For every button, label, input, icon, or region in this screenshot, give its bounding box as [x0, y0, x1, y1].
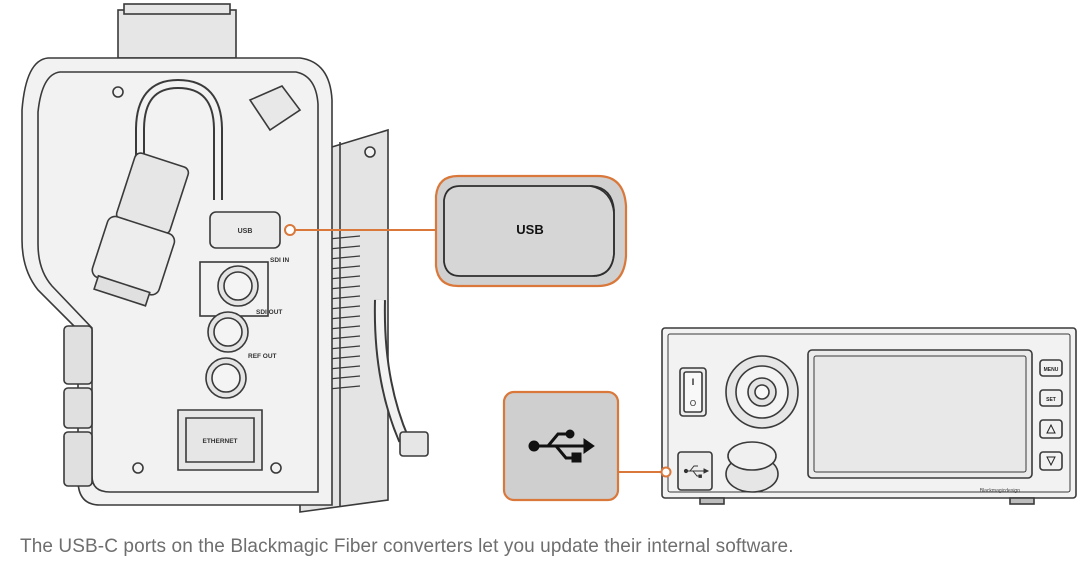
triangle-up-icon	[1046, 423, 1056, 434]
triangle-down-icon	[1046, 456, 1056, 467]
power-on-glyph: I	[692, 377, 695, 387]
camera-usb-label: USB	[238, 228, 253, 235]
camera-converter	[21, 3, 429, 513]
ref-out-label: REF OUT	[248, 353, 277, 360]
usb-icon	[528, 429, 595, 463]
brand-text: Blackmagicdesign	[980, 488, 1021, 494]
usb-callout-bubble	[434, 174, 628, 288]
set-button-label: SET	[1046, 397, 1056, 403]
sdi-out-label: SDI OUT	[256, 309, 282, 316]
usb-symbol-callout-dot	[660, 466, 672, 478]
ethernet-label: ETHERNET	[202, 438, 237, 445]
sdi-in-label: SDI IN	[270, 257, 289, 264]
usb-callout-label: USB	[516, 222, 543, 237]
illustration: USB SDI IN SDI OUT REF OUT ETHERNET USB	[21, 3, 1077, 513]
studio-converter	[661, 327, 1077, 505]
port-usb-icon	[683, 465, 710, 478]
power-off-glyph: O	[690, 399, 696, 408]
figure-caption: The USB-C ports on the Blackmagic Fiber …	[20, 536, 794, 557]
menu-button-label: MENU	[1044, 367, 1059, 373]
usb-callout-dot	[284, 224, 296, 236]
